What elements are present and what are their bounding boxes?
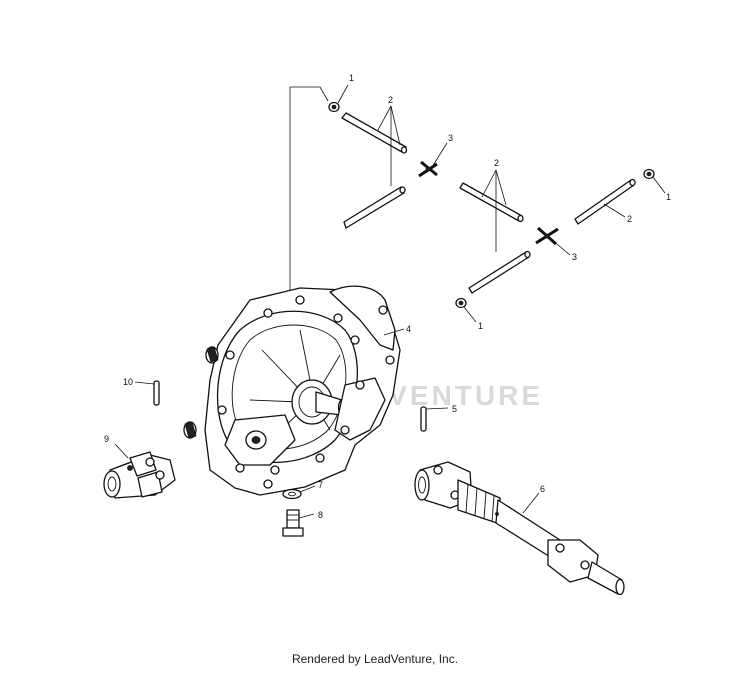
callout-3-upper: 3 (448, 133, 453, 143)
part-4-gearcase[interactable] (183, 285, 401, 496)
callout-2-right: 2 (627, 214, 632, 224)
callout-3-lower: 3 (572, 252, 577, 262)
callout-9: 9 (104, 434, 109, 444)
callout-10: 10 (123, 377, 133, 387)
part-6-drive-shaft[interactable] (414, 461, 625, 596)
callout-2-upper: 2 (388, 95, 393, 105)
callout-7: 7 (318, 480, 323, 490)
footer-credit: Rendered by LeadVenture, Inc. (291, 652, 459, 666)
part-10-dowel-pin[interactable] (153, 380, 160, 406)
part-7-washer[interactable] (282, 488, 302, 500)
callout-6: 6 (540, 484, 545, 494)
part-2-pin-lower[interactable] (468, 250, 531, 294)
part-8-bolt[interactable] (282, 509, 304, 537)
part-2-pin-middle-a[interactable] (459, 182, 524, 223)
alignment-guide-line (289, 86, 329, 290)
part-1-nut-lower[interactable] (455, 297, 467, 309)
callout-4: 4 (406, 324, 411, 334)
part-5-dowel-pin[interactable] (420, 406, 427, 432)
part-3-cross-upper[interactable] (418, 160, 438, 178)
part-9-u-joint[interactable] (103, 451, 176, 499)
part-2-pin-upper-a[interactable] (341, 112, 408, 154)
part-2-pin-upper-b[interactable] (343, 186, 406, 229)
callout-2-middle: 2 (494, 158, 499, 168)
callout-5: 5 (452, 404, 457, 414)
callout-1-lower: 1 (478, 321, 483, 331)
part-1-nut-right[interactable] (643, 168, 655, 180)
callout-1-right: 1 (666, 192, 671, 202)
part-3-cross-lower[interactable] (535, 226, 559, 246)
callout-8: 8 (318, 510, 323, 520)
part-1-nut-top[interactable] (328, 101, 340, 113)
part-2-pin-right[interactable] (574, 178, 636, 225)
callout-1-top: 1 (349, 73, 354, 83)
